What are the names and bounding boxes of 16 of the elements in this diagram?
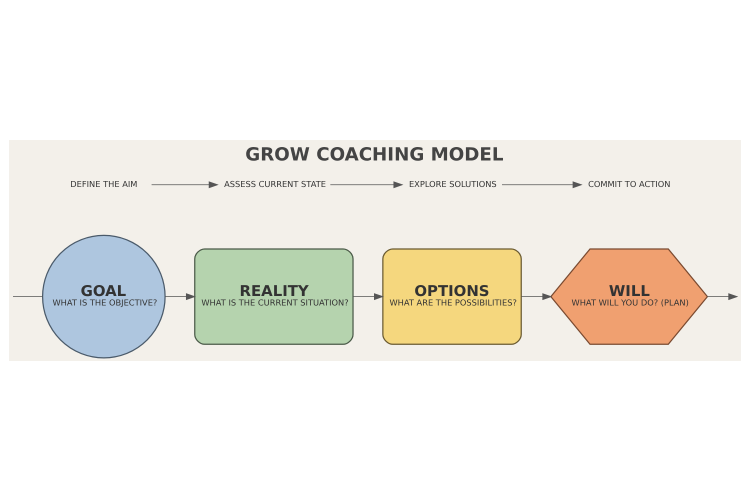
arrow xyxy=(151,180,219,188)
node-text: EXPLORE SOLUTIONS xyxy=(408,178,497,188)
arrow xyxy=(521,292,552,300)
node-text: DEFINE THE AIM xyxy=(70,178,138,188)
connector xyxy=(12,296,44,297)
node-text: ASSESS CURRENT STATE xyxy=(224,178,326,188)
node-circle: GOAL WHAT IS THE OBJECTIVE? xyxy=(42,234,166,358)
arrow xyxy=(502,180,583,188)
arrow xyxy=(352,292,384,300)
arrow xyxy=(330,180,404,188)
node-text: COMMIT TO ACTION xyxy=(588,178,670,188)
node-box: REALITY WHAT IS THE CURRENT SITUATION? xyxy=(194,248,354,344)
arrow xyxy=(164,292,196,300)
node-box: OPTIONS WHAT ARE THE POSSIBILITIES? xyxy=(382,248,522,344)
diagram-title: GROW COACHING MODEL xyxy=(245,144,504,165)
arrow xyxy=(706,292,738,300)
